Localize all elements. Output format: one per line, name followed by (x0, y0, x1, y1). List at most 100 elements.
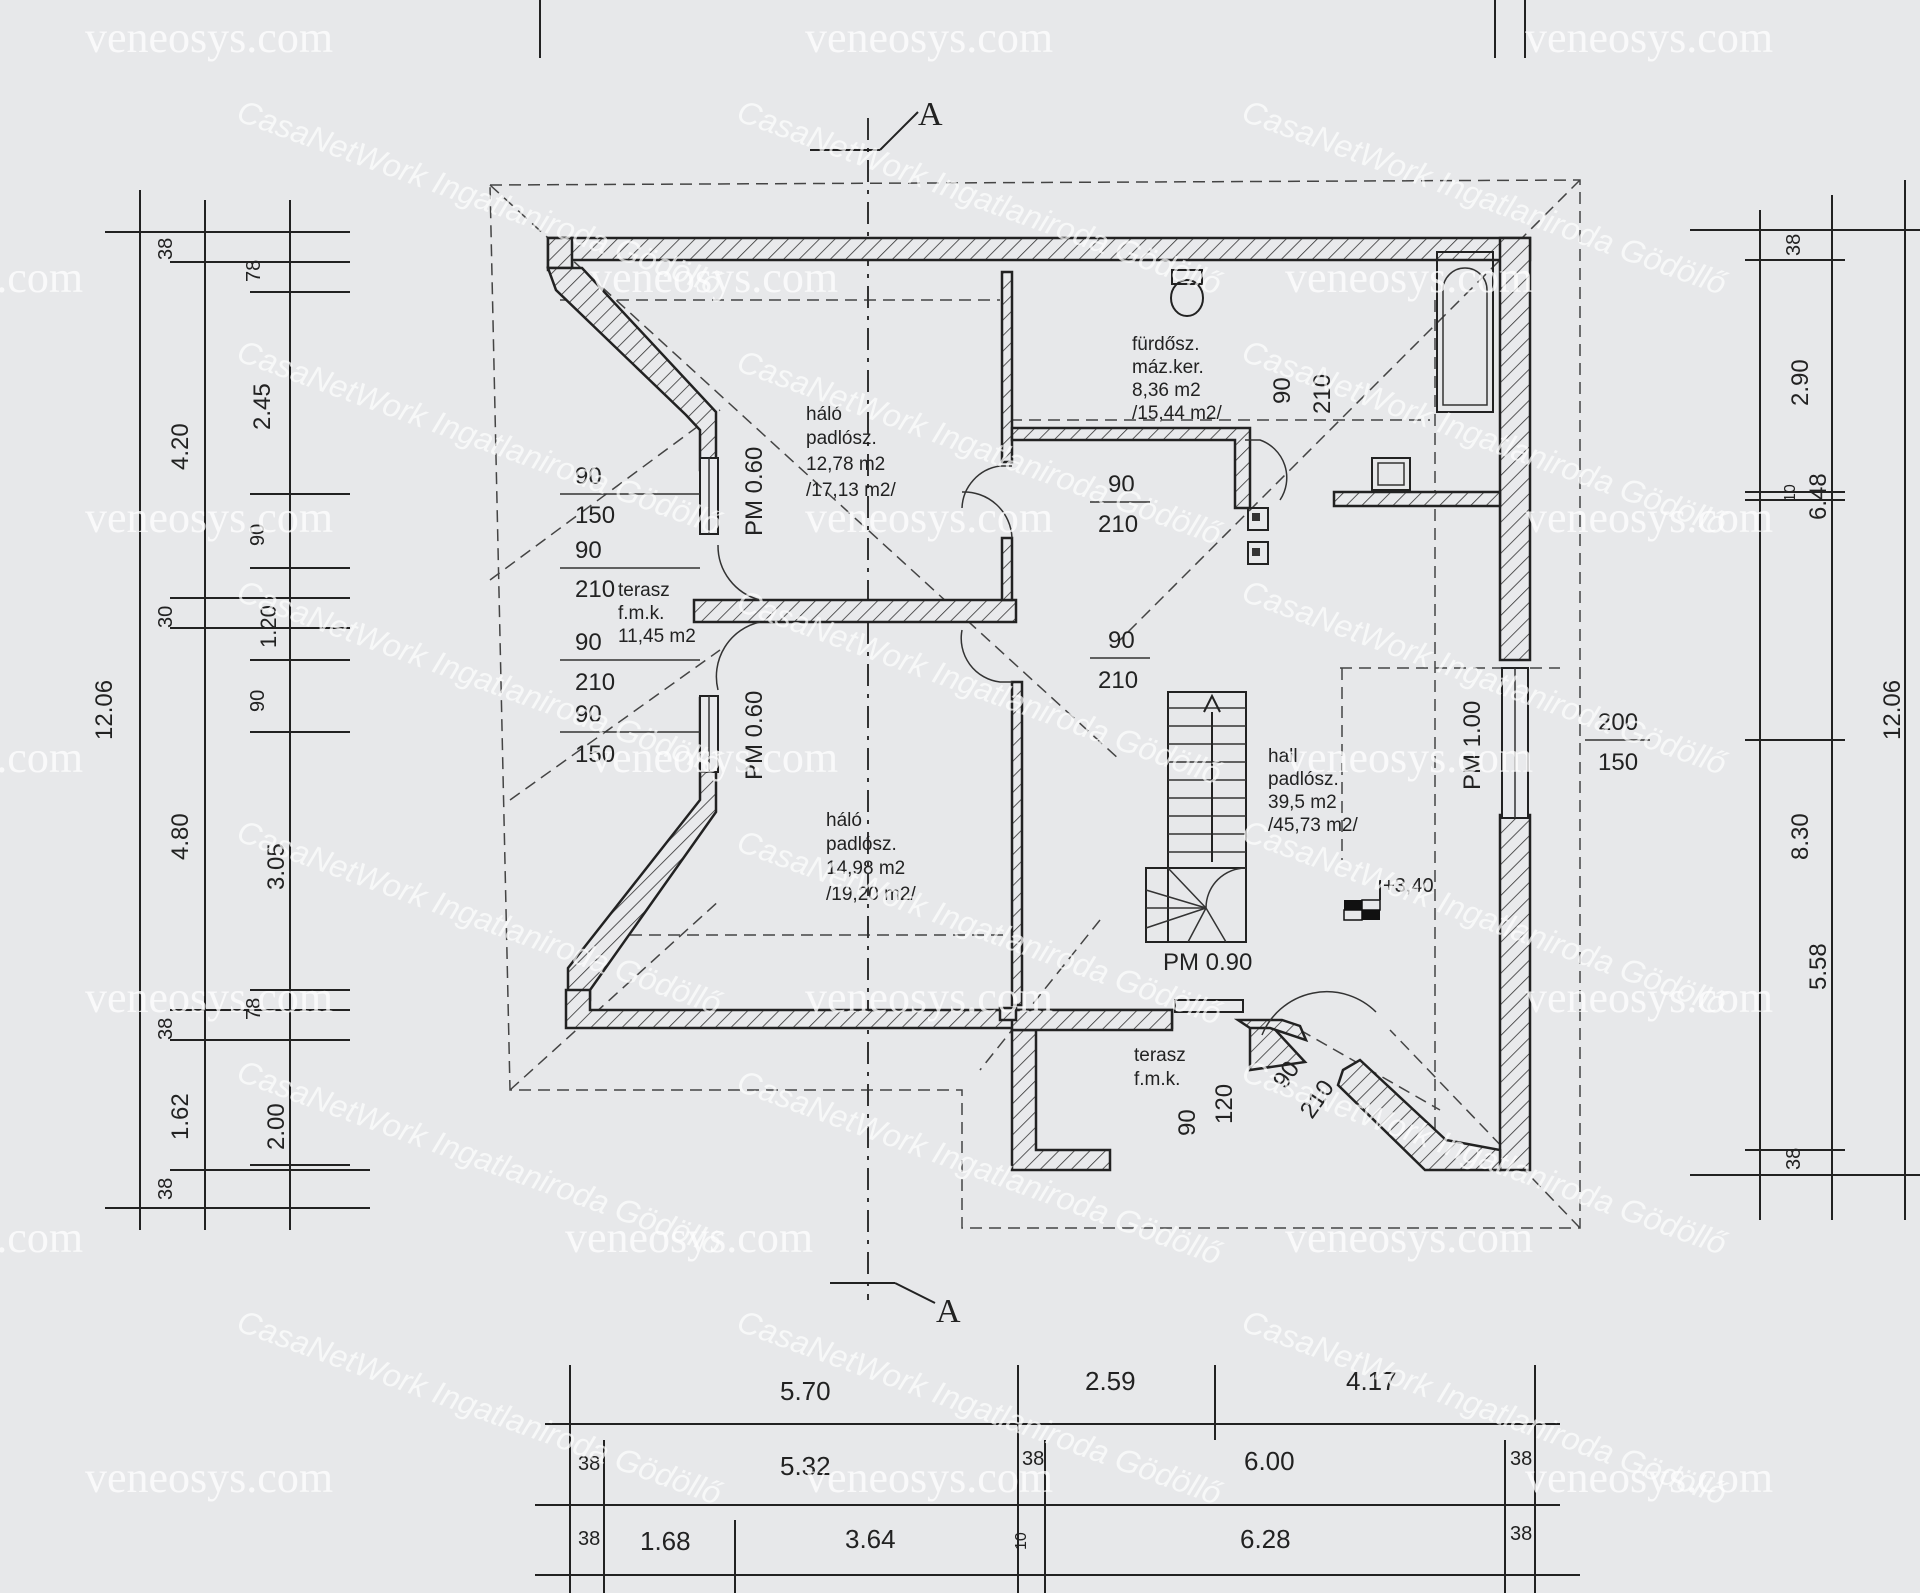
svg-text:veneosys.com: veneosys.com (0, 1213, 83, 1262)
svg-text:veneosys.com: veneosys.com (1285, 253, 1533, 302)
dim-left-c: 1.62 (167, 1093, 194, 1140)
dim-bottom-r3b: 1.68 (640, 1526, 691, 1556)
dim-bottom-r2c: 38 (1022, 1448, 1044, 1470)
dim-left-t30: 30 (155, 606, 177, 628)
svg-text:/45,73 m2/: /45,73 m2/ (1268, 815, 1358, 836)
dim-bottom-r1b: 2.59 (1085, 1366, 1136, 1396)
svg-text:veneosys.com: veneosys.com (1525, 973, 1773, 1022)
dim-left-i78a: 78 (243, 260, 265, 282)
section-line (810, 111, 936, 1304)
bottom-dimension-lines (535, 1365, 1580, 1593)
svg-text:hall: hall (1268, 746, 1298, 767)
dim-bottom-r3d: 10 (1013, 1532, 1030, 1550)
dim-bottom-r3c: 3.64 (845, 1524, 896, 1554)
svg-text:fürdősz.: fürdősz. (1132, 334, 1200, 355)
dim-right-t38b: 38 (1783, 1148, 1805, 1170)
dim-right-i830: 8.30 (1787, 813, 1814, 860)
svg-text:11,45 m2: 11,45 m2 (618, 626, 696, 647)
dim-right-outer: 12.06 (1879, 680, 1906, 740)
svg-text:210: 210 (1098, 667, 1138, 694)
dim-bottom-r3e: 6.28 (1240, 1524, 1291, 1554)
svg-text:39,5 m2: 39,5 m2 (1268, 792, 1337, 813)
right-dimension-lines (1690, 180, 1920, 1220)
svg-text:veneosys.com: veneosys.com (85, 13, 333, 62)
watermark-site: veneosys.com veneosys.com veneosys.com v… (0, 13, 1773, 1502)
room-terrace-left-label: terasz f.m.k. 11,45 m2 (618, 580, 696, 647)
svg-text:padlósz.: padlósz. (826, 834, 897, 855)
svg-text:veneosys.com: veneosys.com (85, 973, 333, 1022)
terrace-door-width: 90 (1174, 1109, 1201, 1136)
svg-text:14,98 m2: 14,98 m2 (826, 858, 905, 879)
window-pm-hall: PM 1.00 (1459, 701, 1486, 790)
dim-left-i120: 1.20 (256, 605, 281, 648)
dim-left-i200: 2.00 (263, 1103, 290, 1150)
svg-text:veneosys.com: veneosys.com (805, 493, 1053, 542)
dim-bottom-r1a: 5.70 (780, 1376, 831, 1406)
dim-left-outer: 12.06 (91, 680, 118, 740)
svg-text:háló: háló (806, 404, 842, 425)
opening-dimensions: 90 150 90 210 90 210 90 150 90 210 90 21… (560, 463, 1650, 776)
dim-bottom-r3f: 38 (1510, 1523, 1532, 1545)
svg-text:veneosys.com: veneosys.com (0, 253, 83, 302)
room-bedroom-1-label: háló padlósz. 12,78 m2 /17,13 m2/ (806, 404, 896, 501)
svg-text:veneosys.com: veneosys.com (805, 1453, 1053, 1502)
svg-text:veneosys.com: veneosys.com (85, 493, 333, 542)
svg-text:veneosys.com: veneosys.com (805, 973, 1053, 1022)
dim-left-a: 4.20 (167, 423, 194, 470)
svg-text:90: 90 (1108, 627, 1135, 654)
svg-text:90: 90 (575, 701, 602, 728)
svg-text:8,36 m2: 8,36 m2 (1132, 380, 1201, 401)
dim-right-i290: 2.90 (1787, 359, 1814, 406)
svg-text:veneosys.com: veneosys.com (1525, 1453, 1773, 1502)
dim-left-i78b: 78 (243, 998, 265, 1020)
svg-text:90: 90 (575, 537, 602, 564)
svg-text:veneosys.com: veneosys.com (0, 733, 83, 782)
dim-bottom-r2b: 5.32 (780, 1451, 831, 1481)
svg-text:veneosys.com: veneosys.com (1285, 1213, 1533, 1262)
terrace-door-height: 120 (1211, 1084, 1238, 1124)
svg-text:f.m.k.: f.m.k. (1134, 1069, 1180, 1090)
svg-text:/17,13 m2/: /17,13 m2/ (806, 480, 896, 501)
svg-text:veneosys.com: veneosys.com (590, 253, 838, 302)
dim-left-i90a: 90 (247, 524, 269, 546)
bath-door-height: 210 (1309, 374, 1336, 414)
window-pm-lower: PM 0.60 (741, 691, 768, 780)
dim-left-b: 4.80 (167, 813, 194, 860)
bath-door-width: 90 (1269, 377, 1296, 404)
dim-bottom-r2a: 38 (578, 1453, 600, 1475)
svg-text:veneosys.com: veneosys.com (1525, 13, 1773, 62)
svg-text:150: 150 (575, 502, 615, 529)
interior-walls (692, 270, 1502, 1022)
window-pm-stairs: PM 0.90 (1163, 949, 1252, 976)
room-bathroom-label: fürdősz. máz.ker. 8,36 m2 /15,44 m2/ (1132, 334, 1222, 424)
svg-text:90: 90 (575, 629, 602, 656)
svg-text:terasz: terasz (1134, 1045, 1186, 1066)
svg-text:padlósz.: padlósz. (806, 428, 877, 449)
svg-text:veneosys.com: veneosys.com (85, 1453, 333, 1502)
level-label: +3,40 (1383, 875, 1434, 897)
svg-text:veneosys.com: veneosys.com (565, 1213, 813, 1262)
roof-overhang-outline (489, 179, 1581, 1229)
room-hall-label: hall padlósz. 39,5 m2 /45,73 m2/ (1268, 746, 1358, 836)
door-swings (715, 439, 1377, 1036)
dim-right-a: 6.48 (1805, 473, 1832, 520)
dim-bottom-r3a: 38 (578, 1528, 600, 1550)
dim-left-t38a: 38 (155, 238, 177, 260)
svg-text:veneosys.com: veneosys.com (1285, 733, 1533, 782)
svg-text:210: 210 (1098, 511, 1138, 538)
dim-right-b: 5.58 (1805, 943, 1832, 990)
svg-text:90: 90 (575, 463, 602, 490)
svg-text:f.m.k.: f.m.k. (618, 603, 664, 624)
dim-left-t38b: 38 (155, 1018, 177, 1040)
svg-text:210: 210 (575, 576, 615, 603)
svg-text:/15,44 m2/: /15,44 m2/ (1132, 403, 1222, 424)
svg-text:/19,20 m2/: /19,20 m2/ (826, 884, 916, 905)
section-marker-bottom: A (936, 1293, 961, 1330)
svg-text:padlósz.: padlósz. (1268, 769, 1339, 790)
svg-text:210: 210 (575, 669, 615, 696)
windows (699, 457, 1529, 1013)
dim-left-t38c: 38 (155, 1178, 177, 1200)
window-pm-upper: PM 0.60 (741, 447, 768, 536)
room-bedroom-2-label: háló padlósz. 14,98 m2 /19,20 m2/ (826, 810, 916, 905)
dim-bottom-r1c: 4.17 (1346, 1366, 1397, 1396)
